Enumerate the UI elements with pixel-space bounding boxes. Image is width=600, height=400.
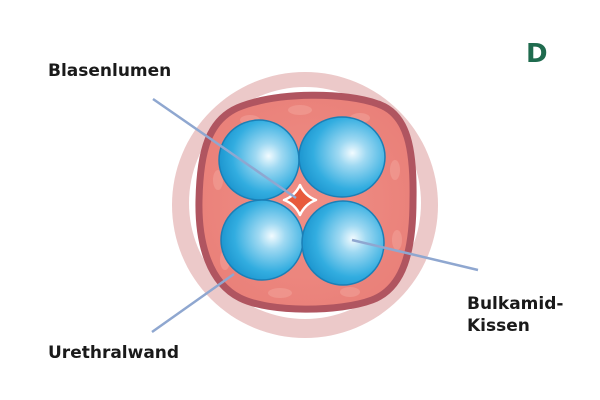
leader-line-bladder-lumen [152,97,297,200]
tissue-texture [213,105,402,298]
leader-line-bulkamid [351,238,479,272]
cushion-bottom-right [301,200,385,286]
label-bulkamid-line1: Bulkamid- [467,294,564,314]
label-bladder-lumen: Blasenlumen [48,61,172,81]
panel-letter: D [526,39,548,69]
label-bulkamid-line2: Kissen [467,316,530,336]
label-urethral-wall: Urethralwand [48,343,180,363]
bladder-lumen [282,183,318,217]
leader-line-urethral-wall [151,272,235,334]
cushion-bottom-left [220,199,304,281]
label-bulkamid-cushion: Bulkamid- Kissen [467,293,563,337]
cushion-top-left [218,119,300,201]
bulkamid-cushions [218,116,386,286]
cushion-top-right [298,116,386,198]
